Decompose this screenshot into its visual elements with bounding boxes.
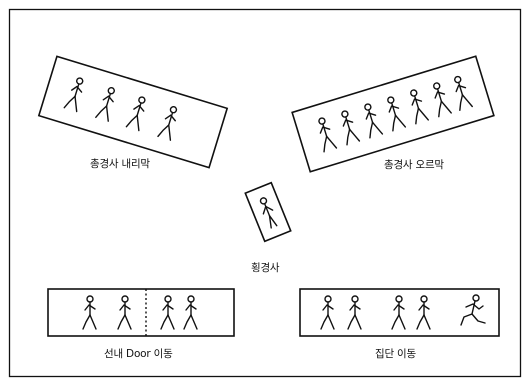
label-in-ship-door: 선내 Door 이동	[104, 348, 173, 360]
label-cross-slope: 횡경사	[251, 262, 280, 274]
walker-icon	[95, 85, 119, 122]
outer-border	[8, 8, 522, 378]
label-steep-downhill: 총경사 내리막	[90, 158, 150, 170]
walker-icon	[320, 295, 335, 330]
walker-icon	[359, 101, 384, 139]
walker-icon	[347, 295, 362, 330]
walker-icon	[313, 115, 338, 153]
walker-icon	[336, 108, 361, 146]
standing-person-icon	[257, 195, 280, 230]
steep-uphill-box	[291, 55, 495, 173]
in-ship-door-box	[47, 288, 235, 337]
walker-icon	[391, 295, 406, 330]
label-group-movement: 집단 이동	[375, 348, 416, 360]
walker-icon	[63, 75, 88, 113]
steep-downhill-box	[37, 55, 229, 169]
walker-icon	[449, 74, 473, 111]
walker-icon	[117, 295, 132, 330]
walker-icon	[382, 94, 407, 132]
label-steep-uphill: 총경사 오르막	[384, 159, 444, 171]
walker-icon	[405, 87, 429, 125]
walker-icon	[160, 295, 175, 330]
walker-icon	[416, 295, 431, 330]
walker-icon	[82, 295, 97, 330]
walker-icon	[157, 104, 181, 141]
walker-icon	[428, 80, 452, 118]
running-person-icon	[460, 294, 486, 326]
group-movement-box	[299, 288, 500, 337]
walker-icon	[183, 295, 198, 330]
walker-icon	[125, 94, 150, 132]
cross-slope-box	[244, 181, 292, 243]
